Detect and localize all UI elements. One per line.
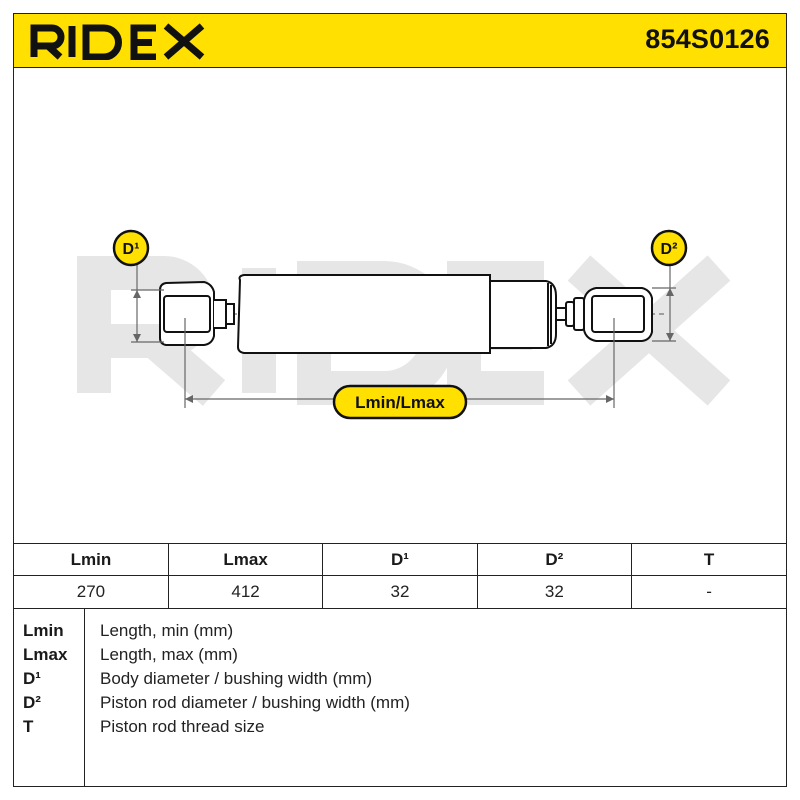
- header-bar: 854S0126: [14, 14, 786, 68]
- badge-length-label: Lmin/Lmax: [355, 393, 445, 412]
- legend-key: Lmax: [23, 645, 68, 664]
- legend-row: T Piston rod thread size: [14, 717, 786, 741]
- spec-value-row: 270 412 32 32 -: [14, 575, 786, 609]
- value-d2: 32: [476, 575, 633, 609]
- legend-key: D¹: [23, 669, 41, 688]
- badge-d2-label: D²: [661, 241, 678, 258]
- d1-dimension: [131, 264, 164, 343]
- legend: Lmin Length, min (mm) Lmax Length, max (…: [14, 609, 786, 786]
- badge-length: Lmin/Lmax: [332, 384, 468, 420]
- header-lmin: Lmin: [14, 543, 169, 576]
- badge-d1-label: D¹: [123, 241, 140, 258]
- legend-key: T: [23, 717, 34, 736]
- legend-key: D²: [23, 693, 41, 712]
- technical-drawing: D¹ D² Lmin/Lmax: [77, 229, 731, 420]
- spec-table: Lmin Lmax D¹ D² T 270 412 32 32 -: [14, 543, 786, 609]
- legend-desc: Body diameter / bushing width (mm): [100, 669, 373, 688]
- value-lmax: 412: [167, 575, 324, 609]
- value-lmin: 270: [14, 575, 169, 609]
- part-number: 854S0126: [645, 24, 770, 54]
- value-t: -: [631, 575, 786, 609]
- badge-d2: D²: [650, 229, 688, 267]
- legend-row: Lmax Length, max (mm): [14, 645, 786, 669]
- header-lmax: Lmax: [167, 543, 324, 576]
- d2-dimension: [652, 264, 676, 342]
- damper-body: [236, 274, 557, 354]
- left-mount-eye: [159, 280, 235, 346]
- header-d1: D¹: [322, 543, 478, 576]
- legend-divider: [84, 609, 85, 786]
- header-d2: D²: [476, 543, 633, 576]
- badge-d1: D¹: [112, 229, 150, 267]
- legend-desc: Length, min (mm): [100, 621, 234, 640]
- legend-desc: Length, max (mm): [100, 645, 238, 664]
- legend-row: D¹ Body diameter / bushing width (mm): [14, 669, 786, 693]
- header-t: T: [631, 543, 786, 576]
- legend-key: Lmin: [23, 621, 64, 640]
- right-mount-eye: [555, 287, 653, 342]
- ridex-logo: [30, 23, 205, 60]
- legend-desc: Piston rod diameter / bushing width (mm): [100, 693, 410, 712]
- legend-row: D² Piston rod diameter / bushing width (…: [14, 693, 786, 717]
- product-sheet: 854S0126: [13, 13, 787, 787]
- value-d1: 32: [322, 575, 478, 609]
- legend-desc: Piston rod thread size: [100, 717, 265, 736]
- spec-header-row: Lmin Lmax D¹ D² T: [14, 543, 786, 576]
- legend-row: Lmin Length, min (mm): [14, 621, 786, 645]
